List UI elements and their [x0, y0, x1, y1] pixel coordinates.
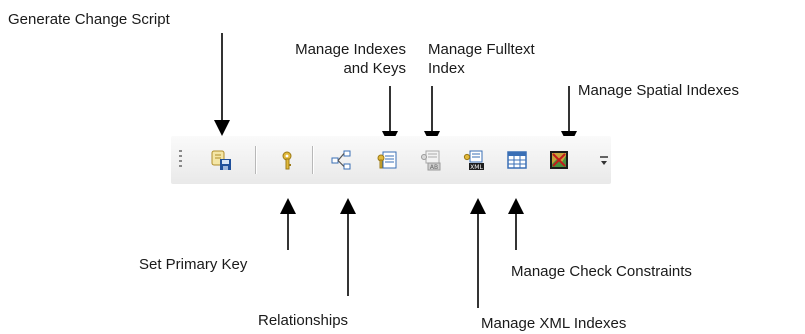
label-manage-xml-indexes: Manage XML Indexes [481, 315, 627, 332]
label-manage-spatial-indexes: Manage Spatial Indexes [578, 82, 739, 99]
relationships-icon [331, 150, 351, 170]
label-manage-indexes-and-keys: Manage Indexes and Keys [246, 40, 406, 78]
check-constraints-icon [507, 151, 527, 169]
label-manage-fulltext-index: Manage Fulltext Index [428, 40, 535, 78]
label-manage-indexes-line2: and Keys [343, 60, 406, 77]
spatial-index-icon [550, 151, 568, 169]
manage-fulltext-index-button[interactable]: AB [417, 146, 445, 174]
manage-indexes-and-keys-button[interactable] [373, 146, 401, 174]
xml-index-icon: XML [463, 150, 484, 171]
table-designer-toolbar: AB XML [171, 136, 611, 184]
generate-change-script-button[interactable] [207, 146, 235, 174]
label-manage-indexes-line1: Manage Indexes [295, 41, 406, 58]
script-save-icon [211, 150, 231, 170]
label-manage-check-constraints: Manage Check Constraints [511, 263, 692, 280]
indexes-keys-icon [377, 151, 397, 169]
svg-text:XML: XML [470, 164, 483, 171]
toolbar-grip-handle[interactable] [179, 150, 182, 170]
label-generate-change-script: Generate Change Script [8, 11, 170, 28]
fulltext-index-icon: AB [421, 150, 441, 171]
set-primary-key-button[interactable] [273, 146, 301, 174]
svg-text:AB: AB [430, 164, 438, 171]
manage-check-constraints-button[interactable] [503, 146, 531, 174]
primary-key-icon [282, 151, 292, 170]
label-set-primary-key: Set Primary Key [139, 256, 248, 273]
label-manage-fulltext-line1: Manage Fulltext [428, 41, 535, 58]
label-manage-fulltext-line2: Index [428, 60, 465, 77]
label-relationships: Relationships [258, 312, 349, 329]
manage-xml-indexes-button[interactable]: XML [460, 146, 488, 174]
chevron-down-icon [600, 156, 608, 165]
toolbar-overflow-chevron-icon[interactable] [599, 154, 609, 168]
manage-spatial-indexes-button[interactable] [545, 146, 573, 174]
relationships-button[interactable] [327, 146, 355, 174]
toolbar-separator [312, 146, 313, 174]
toolbar-separator [255, 146, 256, 174]
